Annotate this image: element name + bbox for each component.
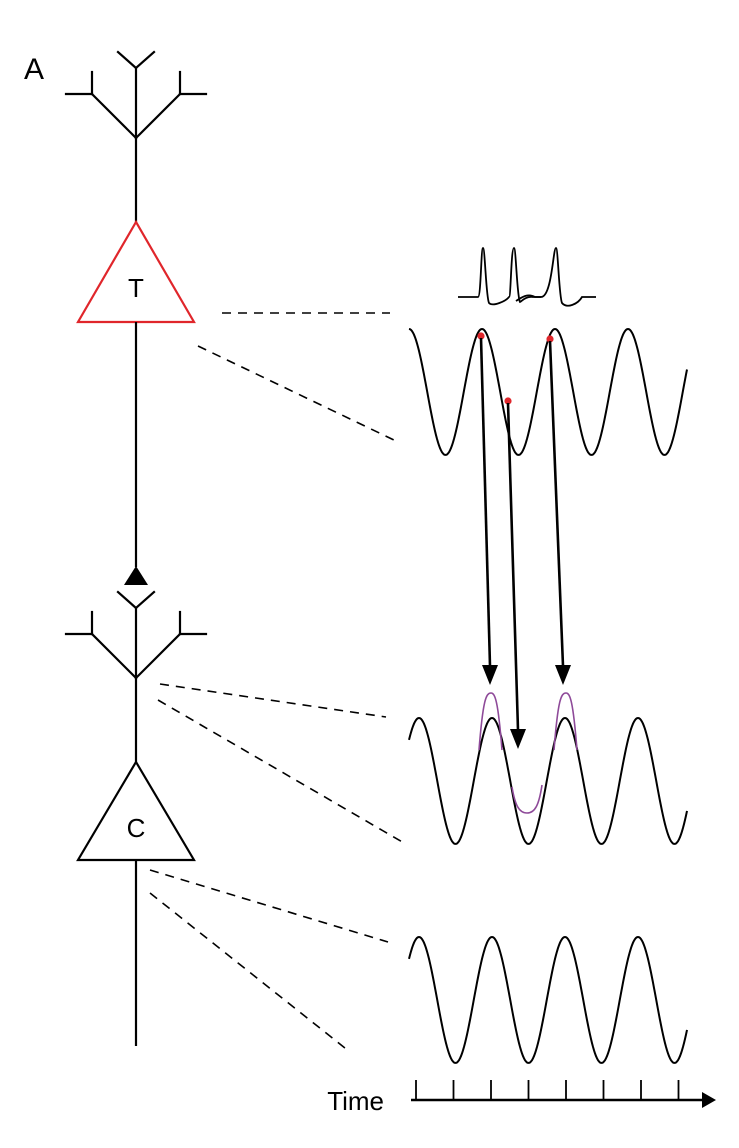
top-neuron-soma — [76, 219, 196, 324]
arrow-2-shaft — [506, 402, 520, 731]
time-axis — [411, 1080, 716, 1108]
dashed-connectors — [149, 312, 405, 1053]
arrow-3-head — [555, 665, 571, 685]
top-neuron-dendrites — [64, 50, 208, 224]
arrow-2-head — [510, 729, 526, 749]
projection-arrows — [479, 337, 571, 749]
time-axis-label: Time — [327, 1086, 384, 1116]
spike-marker-1 — [477, 332, 485, 340]
spike-marker-3 — [546, 335, 554, 343]
connector-bottom-soma-upper — [149, 869, 389, 943]
top-oscillation-trace — [408, 327, 688, 456]
postsynaptic-deflections — [478, 692, 578, 814]
arrow-3-shaft — [548, 340, 565, 667]
bottom-oscillation-trace — [408, 935, 688, 1064]
connector-bottom-dendrite-upper — [159, 683, 387, 718]
middle-oscillation-trace — [408, 716, 688, 845]
arrow-1-shaft — [479, 337, 492, 667]
psp-deflection-2 — [511, 784, 543, 814]
bottom-neuron-dendrites — [64, 590, 208, 764]
synapse-terminal — [124, 566, 148, 585]
connector-bottom-soma-lower — [149, 892, 351, 1053]
connector-bottom-dendrite-lower — [157, 699, 405, 844]
connector-top-axon-oscillation — [197, 345, 397, 442]
time-axis-arrowhead — [702, 1092, 716, 1108]
spike-train-trace — [458, 247, 596, 307]
bottom-neuron-soma — [76, 759, 196, 862]
spike-phase-markers — [477, 332, 554, 405]
spike-marker-2 — [504, 397, 512, 405]
spike-train-overlap — [515, 294, 541, 302]
arrow-1-head — [482, 665, 498, 685]
bottom-neuron-label: C — [127, 813, 146, 843]
panel-label: A — [24, 53, 44, 86]
time-axis-ticks — [415, 1080, 680, 1100]
psp-deflection-3 — [553, 692, 578, 751]
top-neuron-label: T — [128, 273, 144, 303]
psp-deflection-1 — [478, 692, 503, 751]
